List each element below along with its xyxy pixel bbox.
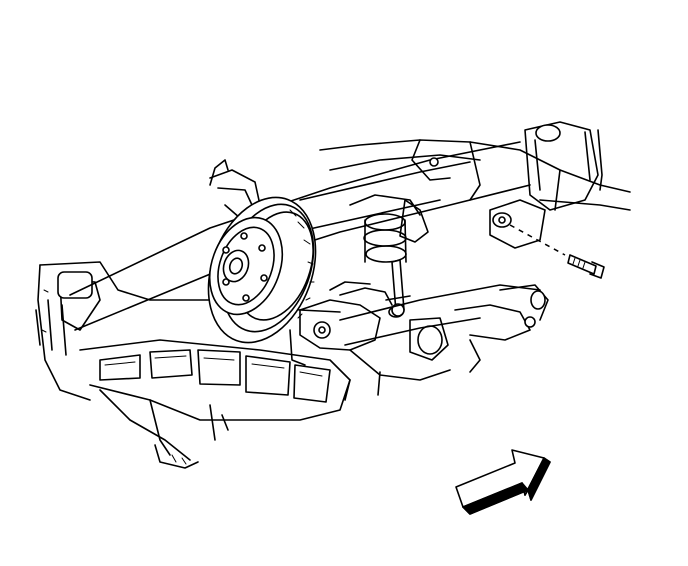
brake-rotor xyxy=(207,196,317,344)
forward-arrow-icon xyxy=(455,449,551,515)
right-body-mount xyxy=(524,121,603,211)
lower-control-arm xyxy=(339,284,549,401)
lower-subframe xyxy=(79,339,351,469)
bolt-icon xyxy=(509,224,605,279)
knuckle-assembly xyxy=(289,281,405,366)
axle-beam xyxy=(69,141,531,331)
coil-spring xyxy=(349,194,429,263)
control-arm-bushing xyxy=(489,199,546,249)
